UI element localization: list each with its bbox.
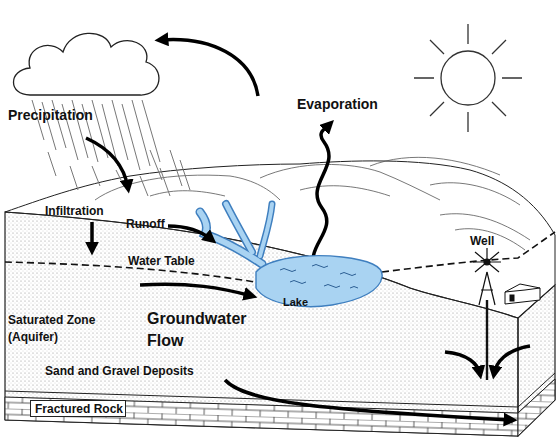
cloud — [14, 33, 159, 95]
text-label: Precipitation — [8, 107, 128, 124]
text-label: Infiltration — [45, 204, 135, 218]
text-label: Sand and Gravel Deposits — [45, 364, 235, 378]
text-label: Groundwater Flow — [147, 308, 255, 352]
lake-waves — [280, 265, 358, 289]
text-label: Well — [470, 234, 520, 248]
lake-water — [256, 256, 382, 307]
text-label: Water Table — [128, 254, 218, 268]
text-label: Evaporation — [297, 96, 407, 113]
rock-layer-box: Fractured Rock — [30, 400, 126, 417]
text-label: Saturated Zone (Aquifer) — [8, 312, 108, 346]
node-text: Fractured Rock — [35, 402, 123, 416]
well-windmill — [473, 248, 501, 380]
node-text: Lake — [283, 296, 308, 308]
flow-arrow — [86, 39, 530, 420]
stream — [200, 204, 272, 264]
block-side — [518, 285, 555, 436]
fractured-rock-side — [518, 379, 555, 436]
text-label: Runoff — [126, 217, 186, 231]
lake-shape — [250, 250, 386, 312]
lake-node: Lake — [250, 250, 386, 312]
farmhouse — [505, 284, 540, 304]
sun — [414, 24, 522, 132]
